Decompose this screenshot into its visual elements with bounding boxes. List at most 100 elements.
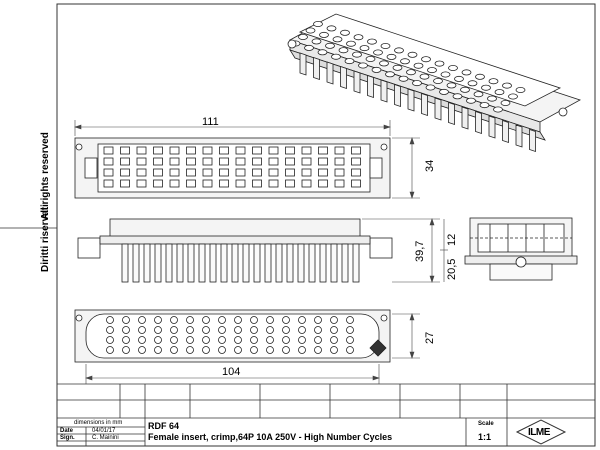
iso-hole: [448, 65, 458, 72]
bottom-view-pin: [298, 346, 306, 354]
iso-hole: [325, 42, 335, 49]
iso-hole: [493, 106, 503, 113]
iso-fin: [488, 115, 496, 139]
iso-hole: [394, 47, 404, 54]
iso-fin: [340, 65, 347, 90]
iso-hole: [500, 100, 511, 107]
bottom-view-pin: [250, 336, 258, 344]
part-description: Female insert, crimp,64P 10A 250V - High…: [148, 432, 393, 442]
bottom-view-dimensions: [85, 313, 420, 384]
iso-hole: [385, 71, 395, 78]
bottom-view-pin: [122, 326, 130, 334]
iso-hole: [332, 36, 343, 43]
bottom-view-pin: [170, 326, 178, 334]
bottom-view-pin: [330, 346, 338, 354]
iso-hole: [400, 58, 410, 65]
side-view-fin: [176, 243, 184, 283]
side-view-fin: [319, 243, 327, 283]
iso-hole: [352, 51, 362, 58]
top-view-pin: [169, 146, 180, 155]
top-view-pin: [103, 146, 114, 155]
iso-hole: [467, 80, 478, 87]
iso-hole: [359, 45, 370, 52]
bottom-view-pin: [282, 316, 290, 324]
top-view-pin: [285, 146, 295, 155]
end-view: [464, 217, 578, 281]
iso-hole: [371, 66, 382, 73]
iso-hole: [340, 29, 350, 36]
bottom-view-pin: [234, 346, 242, 354]
side-view-fin: [198, 243, 206, 283]
bottom-view-pin: [250, 326, 258, 334]
side-view-fin: [286, 243, 294, 283]
iso-hole: [358, 62, 368, 69]
iso-hole: [398, 75, 409, 82]
bottom-view-pin: [266, 336, 274, 344]
iso-hole: [434, 60, 445, 67]
top-view-pin: [202, 146, 213, 155]
iso-hole: [386, 53, 397, 60]
bottom-view-pin: [346, 316, 354, 324]
top-view-pin: [351, 179, 361, 188]
bottom-view-pin: [154, 346, 162, 354]
top-view-dimensions: [74, 120, 420, 199]
iso-fin: [407, 88, 415, 112]
iso-hole: [425, 84, 436, 91]
iso-hole: [304, 44, 314, 51]
side-view-fin: [143, 243, 151, 283]
iso-hole: [508, 93, 518, 100]
top-view-pin: [169, 179, 180, 188]
sign-value: C. Mainini: [92, 435, 119, 441]
top-view-pin: [268, 146, 279, 155]
iso-fin: [502, 119, 509, 144]
top-view-pin: [103, 168, 114, 177]
top-view-pin: [120, 157, 130, 166]
top-view-pin: [301, 146, 312, 155]
bottom-view-pin: [186, 336, 194, 344]
top-view-pin: [334, 179, 345, 188]
top-view-pin: [252, 179, 262, 188]
side-view-fin: [231, 243, 239, 283]
iso-hole: [365, 56, 376, 63]
top-view-pin: [202, 157, 213, 166]
iso-hole: [326, 25, 337, 32]
iso-hole: [346, 40, 356, 47]
top-view-pin: [252, 168, 262, 177]
top-view-pin: [153, 146, 163, 155]
iso-hole: [487, 95, 497, 102]
top-view-pin: [120, 146, 130, 155]
side-view-fin: [242, 243, 250, 283]
top-view-pin: [334, 157, 345, 166]
top-view-pin: [285, 168, 295, 177]
iso-fin: [299, 52, 307, 76]
iso-hole: [440, 71, 451, 78]
iso-hole: [373, 49, 383, 56]
iso-fin: [353, 70, 361, 94]
top-view-pin: [186, 168, 196, 177]
iso-hole: [367, 38, 377, 45]
iso-hole: [479, 102, 490, 109]
scale-label: Scale: [478, 421, 494, 427]
top-view-pin: [235, 179, 246, 188]
top-view-pin: [186, 146, 196, 155]
bottom-view-pin: [298, 316, 306, 324]
iso-hole: [305, 27, 316, 34]
bottom-view-pin: [314, 346, 322, 354]
side-view-fin: [352, 243, 360, 283]
iso-hole: [406, 69, 416, 76]
bottom-view-pin: [202, 316, 210, 324]
top-view-pin: [136, 179, 147, 188]
side-view-fin: [220, 243, 228, 283]
top-view-pin: [318, 179, 328, 188]
bottom-view-pin: [154, 316, 162, 324]
top-view-pin: [103, 179, 114, 188]
top-view-pin: [169, 157, 180, 166]
bottom-view-pin: [106, 346, 114, 354]
logo-text: ILME: [528, 427, 550, 438]
ilme-logo: [515, 419, 567, 445]
bottom-view-pin: [266, 316, 274, 324]
side-view-fin: [264, 243, 272, 283]
iso-hole: [380, 43, 391, 50]
top-view-pin: [351, 168, 361, 177]
